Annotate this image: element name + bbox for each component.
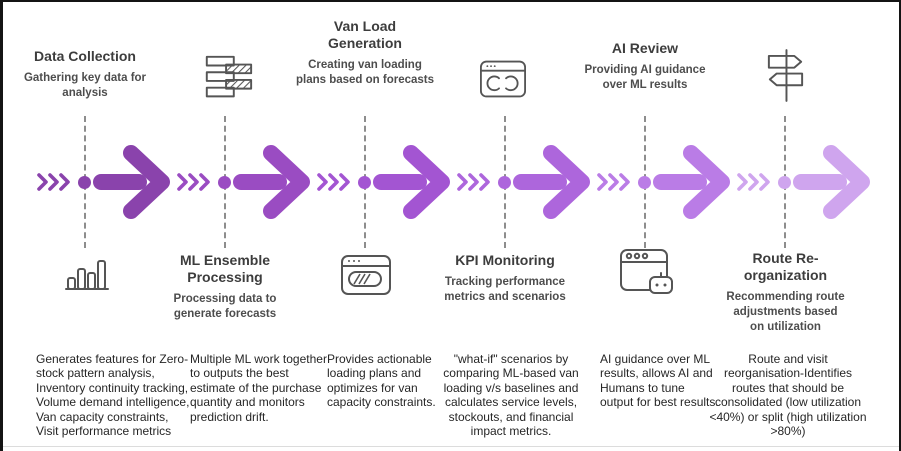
- stage-description: Gathering key data for analysis: [23, 72, 147, 100]
- chevrons-icon: [317, 173, 350, 191]
- timeline-segment: [737, 138, 887, 228]
- stage-title: KPI Monitoring: [455, 252, 555, 268]
- window-progress-icon: [341, 255, 391, 295]
- stage-title: ML Ensemble Processing: [180, 252, 270, 286]
- timeline-dot-icon: [78, 176, 91, 189]
- stage-title: Route Re-organization: [743, 250, 828, 284]
- gantt-bars-icon: [205, 55, 253, 98]
- chevrons-icon: [597, 173, 630, 191]
- stage-6-header: Route Re-organization Recommending route…: [713, 250, 858, 335]
- chevrons-icon: [37, 173, 70, 191]
- stage-detail-text: AI guidance over ML results, allows AI a…: [600, 352, 719, 410]
- forward-arrow-icon: [233, 145, 310, 219]
- stage-description: Providing AI guidance over ML results: [584, 64, 706, 92]
- timeline-segment: [37, 138, 187, 228]
- forward-arrow-icon: [653, 145, 730, 219]
- chevrons-icon: [737, 173, 770, 191]
- stage-5-header: AI Review Providing AI guidance over ML …: [575, 40, 715, 93]
- timeline-dot-icon: [778, 176, 791, 189]
- stage-1-header: Data Collection Gathering key data for a…: [15, 48, 155, 101]
- stage-4-header: KPI Monitoring Tracking performance metr…: [435, 252, 575, 305]
- bar-chart-icon: [65, 260, 109, 290]
- stage-detail-text: Provides actionable loading plans and op…: [327, 352, 436, 410]
- stage-3-header: Van Load Generation Creating van loading…: [295, 18, 435, 88]
- stage-2-header: ML Ensemble Processing Processing data t…: [155, 252, 295, 322]
- stage-detail-text: Route and visit reorganisation-Identifie…: [709, 352, 867, 438]
- signpost-icon: [767, 49, 804, 102]
- timeline-dot-icon: [638, 176, 651, 189]
- chevrons-icon: [177, 173, 210, 191]
- stage-title: AI Review: [611, 40, 679, 56]
- forward-arrow-icon: [793, 145, 870, 219]
- forward-arrow-icon: [93, 145, 170, 219]
- stage-description: Tracking performance metrics and scenari…: [444, 276, 566, 304]
- stage-detail-text: "what-if" scenarios by comparing ML-base…: [443, 352, 579, 438]
- timeline-segment: [457, 138, 607, 228]
- stage-description: Processing data to generate forecasts: [173, 293, 277, 321]
- timeline-segment: [597, 138, 747, 228]
- forward-arrow-icon: [513, 145, 590, 219]
- stage-detail-text: Multiple ML work together to outputs the…: [190, 352, 327, 424]
- stage-description: Recommending route adjustments based on …: [726, 291, 845, 334]
- window-sync-icon: [480, 60, 526, 98]
- timeline-dot-icon: [218, 176, 231, 189]
- stage-detail-text: Generates features for Zero-stock patter…: [36, 352, 190, 438]
- timeline-dot-icon: [498, 176, 511, 189]
- forward-arrow-icon: [373, 145, 450, 219]
- chevrons-icon: [457, 173, 490, 191]
- timeline-segment: [317, 138, 467, 228]
- stage-title: Van Load Generation: [328, 18, 402, 52]
- stage-description: Creating van loading plans based on fore…: [295, 59, 435, 87]
- stage-title: Data Collection: [34, 48, 136, 64]
- window-robot-icon: [620, 249, 673, 294]
- bottom-divider: [3, 446, 899, 447]
- timeline-dot-icon: [358, 176, 371, 189]
- timeline-segment: [177, 138, 327, 228]
